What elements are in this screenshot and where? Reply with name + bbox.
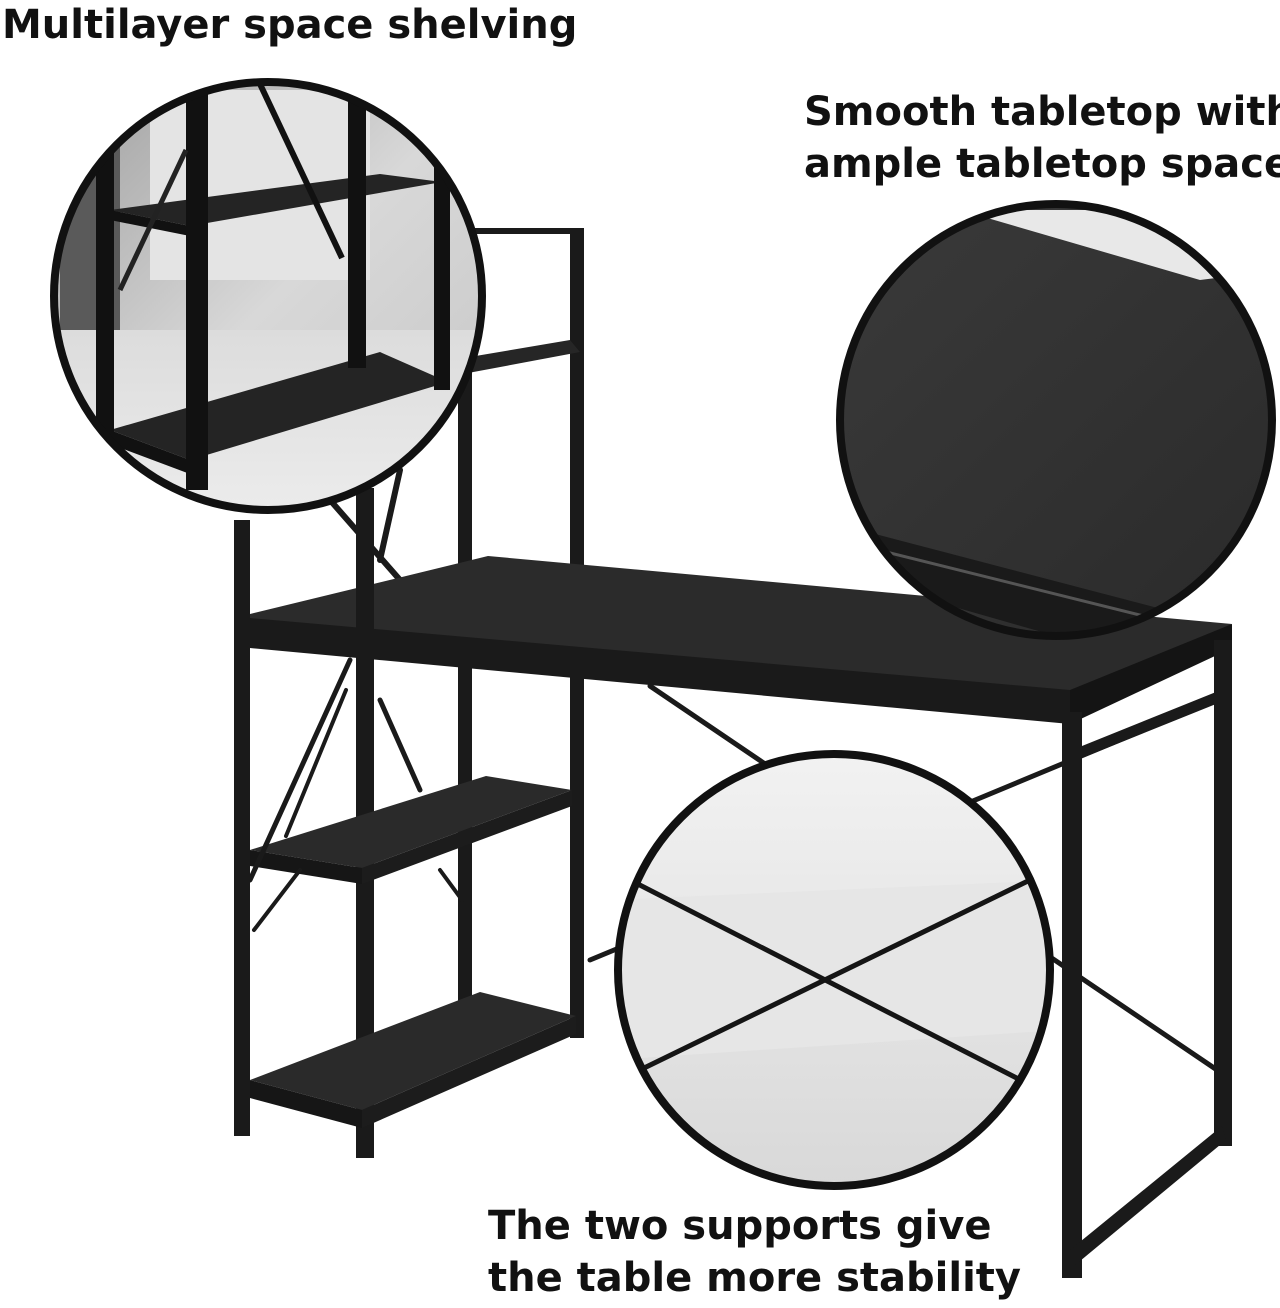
shelving-magnifier-ring [50,78,486,514]
desk-top [250,556,1232,710]
tower-top-frame [474,228,584,234]
desk-top-front-edge [250,618,1070,724]
tabletop-magnifier-ring [836,200,1276,640]
tower-upper-shelf [440,340,580,376]
desk-back-right-leg [1214,640,1232,1146]
supports-caption-line-1: The two supports give [488,1203,992,1249]
tabletop-caption: Smooth tabletop with ample tabletop spac… [804,86,1280,190]
shelving-caption: Multilayer space shelving [2,2,577,48]
desk-top-side-edge [1070,624,1232,724]
tabletop-caption-line-2: ample tabletop space [804,141,1280,187]
supports-magnifier [614,750,1054,1190]
desk-right-top-rail [1082,692,1216,758]
tabletop-caption-line-1: Smooth tabletop with [804,89,1280,135]
tower-bottom-shelf [250,992,576,1110]
supports-caption-line-2: the table more stability [488,1255,1021,1301]
supports-magnifier-ring [614,750,1054,1190]
shelving-magnifier [50,78,486,514]
tower-middle-shelf [250,776,572,868]
desk [234,228,1232,1278]
desk-front-right-leg [1062,712,1082,1278]
shelving-caption-text: Multilayer space shelving [2,2,578,48]
desk-right-bottom-rail [1070,1126,1226,1266]
supports-caption: The two supports give the table more sta… [488,1200,1021,1304]
tower-front-left-post [234,520,250,1136]
